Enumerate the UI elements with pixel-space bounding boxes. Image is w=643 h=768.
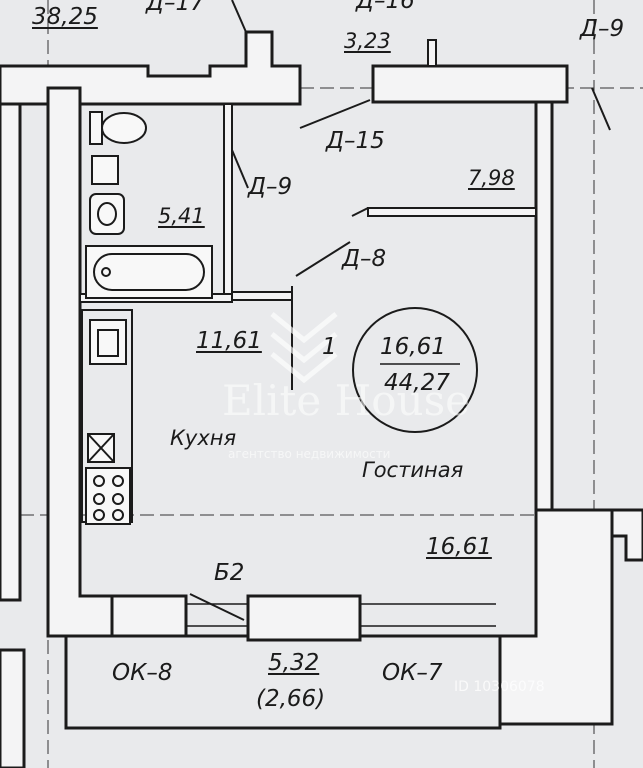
room-label-kitchen: Кухня — [170, 426, 237, 450]
door-label-d8: Д–8 — [342, 246, 387, 272]
door-label-d15: Д–15 — [326, 128, 385, 154]
door-label-d17: Д–17 — [146, 0, 205, 16]
kitchen-equipment — [81, 309, 133, 525]
balcony-code: Б2 — [214, 560, 245, 586]
area-circle — [352, 307, 478, 433]
area-label-bathroom: 5,41 — [158, 204, 205, 228]
plumbing — [85, 111, 213, 299]
area-label-living: 16,61 — [426, 534, 492, 560]
apartment-number: 1 — [322, 334, 337, 360]
door-label-d9-right: Д–9 — [580, 16, 625, 42]
window-label-ok8: ОК–8 — [112, 660, 173, 686]
balcony-area: 5,32 — [268, 650, 320, 676]
watermark-emblem — [270, 312, 338, 384]
living-area-value: 16,61 — [380, 334, 446, 360]
area-label-kitchen: 11,61 — [196, 328, 262, 354]
area-label-corridor: 7,98 — [468, 166, 515, 190]
balcony — [64, 634, 502, 730]
watermark-brand: Elite House — [222, 376, 470, 425]
doors — [189, 0, 611, 621]
balcony-area-reduced: (2,66) — [256, 686, 326, 712]
area-label-neighbor: 38,25 — [32, 4, 98, 30]
door-label-d16: Д–16 — [356, 0, 415, 14]
watermark-tagline: агентство недвижимости — [228, 447, 391, 461]
total-area-value: 44,27 — [384, 370, 450, 396]
watermark-id: ID 10306078 — [454, 679, 545, 695]
window-label-ok7: ОК–7 — [382, 660, 443, 686]
door-label-d9: Д–9 — [248, 174, 293, 200]
area-label-top-small: 3,23 — [344, 29, 391, 53]
walls — [0, 30, 643, 768]
room-label-living: Гостиная — [362, 458, 464, 482]
balcony-windows — [186, 603, 496, 627]
